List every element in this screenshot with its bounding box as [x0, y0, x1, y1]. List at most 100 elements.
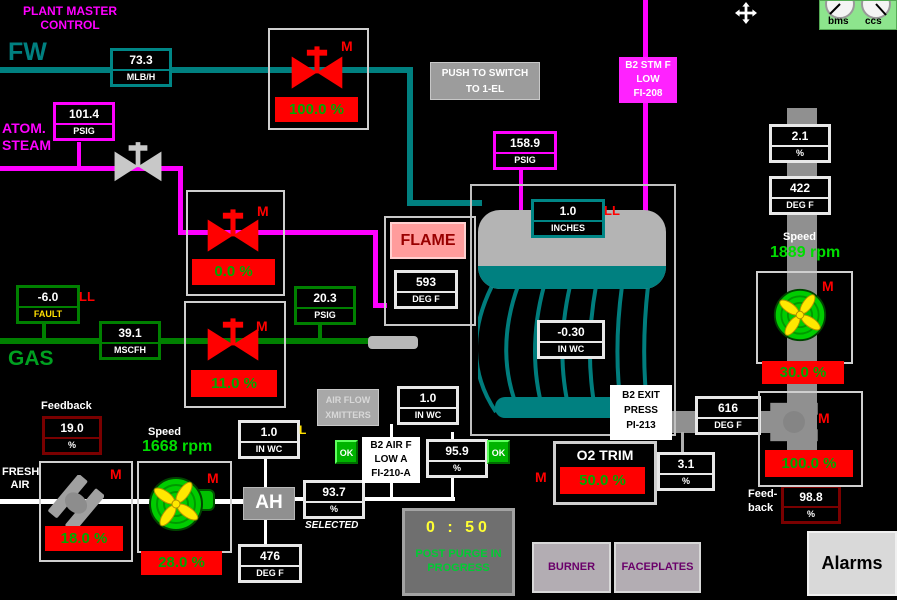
gas-line — [0, 338, 372, 344]
furnace-outline — [470, 184, 676, 436]
selected-label: SELECTED — [305, 520, 359, 531]
fd-fan-output[interactable]: 28.0 % — [141, 551, 222, 575]
button-label: XMITTERS — [325, 410, 371, 420]
damper-icon — [48, 475, 104, 531]
meter-unit: % — [784, 508, 838, 521]
outlet-damper-mode: M — [818, 410, 830, 426]
valve-icon — [207, 318, 259, 361]
meter-wb-press-right: 1.0 IN WC — [397, 386, 459, 425]
label-line: STEAM — [2, 137, 51, 153]
tag-line: B2 STM F — [625, 60, 671, 71]
bms-label[interactable]: bms — [828, 16, 849, 27]
stm-flow-line — [643, 0, 648, 214]
b2-air-flow-low-tag: B2 AIR F LOW A FI-210-A — [362, 437, 420, 483]
meter-value: 616 — [698, 399, 758, 417]
meter-id-feedback: 98.8 % — [781, 485, 841, 524]
meter-value: 20.3 — [297, 289, 353, 307]
o2-trim-label: O2 TRIM — [576, 447, 634, 463]
atom-valve[interactable] — [186, 190, 285, 296]
meter-stack-pct: 2.1 % — [769, 124, 831, 163]
meter-gas-flow: 39.1 MSCFH — [99, 321, 161, 360]
label-line: ATOM. — [2, 120, 46, 136]
meter-value: 39.1 — [102, 324, 158, 342]
fw-label: FW — [8, 38, 47, 66]
tag-line: B2 AIR F — [370, 440, 412, 451]
atom-pipe-v2 — [373, 230, 378, 308]
fresh-air-damper-output[interactable]: 18.0 % — [45, 526, 123, 551]
atom-pipe-h1 — [0, 166, 182, 171]
fresh-air-damper[interactable] — [39, 461, 133, 562]
meter-air-flow-a: 95.9 % — [426, 439, 488, 478]
outlet-damper-output[interactable]: 100.0 % — [765, 450, 853, 477]
meter-value: 1.0 — [534, 202, 602, 220]
fan-icon — [773, 288, 827, 342]
meter-value: 19.0 — [45, 419, 99, 437]
flame-indicator: FLAME — [390, 222, 466, 259]
button-label: TO 1-EL — [465, 84, 505, 95]
burner-button[interactable]: BURNER — [532, 542, 611, 593]
ok-button-left[interactable]: OK — [335, 440, 358, 464]
button-label: PUSH TO SWITCH — [441, 68, 529, 79]
meter-value: 3.1 — [660, 455, 712, 473]
atom-valve-output[interactable]: 0.0 % — [192, 259, 275, 285]
o2-link — [681, 432, 684, 455]
valve-icon — [291, 46, 343, 89]
purge-status-panel: 0 : 50 POST PURGE IN PROGRESS — [402, 508, 515, 596]
meter-unit: DEG F — [397, 293, 455, 306]
feedback-right-label: Feed- back — [748, 487, 777, 515]
tag-line: B2 EXIT — [622, 390, 660, 401]
id-speed-value: 1889 rpm — [770, 244, 841, 261]
o2-trim-controller[interactable]: O2 TRIM — [553, 441, 657, 505]
b2air-down-link — [390, 480, 393, 498]
gas-valve[interactable] — [184, 301, 286, 408]
meter-unit: IN WC — [241, 443, 297, 456]
meter-unit: % — [45, 439, 99, 452]
gas-valve-output[interactable]: 11.0 % — [191, 370, 277, 397]
gas-nozzle — [368, 336, 418, 349]
meter-unit: % — [429, 462, 485, 475]
ah-down-link — [264, 517, 267, 547]
tag-line: LOW A — [374, 454, 408, 465]
meter-unit: DEG F — [698, 419, 758, 432]
bms-ccs-panel[interactable]: bms ccs — [819, 0, 897, 30]
atom-steam-valve-icon[interactable] — [113, 141, 163, 187]
label-line: FRESH — [2, 466, 40, 478]
id-fan-output[interactable]: 30.0 % — [762, 361, 844, 384]
alarms-button[interactable]: Alarms — [807, 531, 897, 596]
air-line-right — [292, 497, 455, 501]
tag-line: FI-210-A — [371, 468, 411, 479]
ok-button-right[interactable]: OK — [487, 440, 510, 464]
plant-master-title: PLANT MASTER CONTROL — [18, 4, 122, 32]
fw-valve-mode: M — [341, 38, 353, 54]
faceplates-button[interactable]: FACEPLATES — [614, 542, 701, 593]
meter-value: 98.8 — [784, 488, 838, 506]
ccs-label[interactable]: ccs — [865, 16, 882, 27]
fw-valve-output[interactable]: 100.0 % — [275, 97, 358, 122]
fw-pipe-h — [0, 67, 413, 73]
meter-exit-temp: 616 DEG F — [695, 396, 761, 435]
air-flow-xmitters-button[interactable]: AIR FLOW XMITTERS — [317, 389, 379, 426]
meter-value: 476 — [241, 547, 299, 565]
outlet-damper[interactable] — [758, 391, 863, 487]
meter-fw-flow: 73.3 MLB/H — [110, 48, 172, 87]
fresh-air-damper-mode: M — [110, 466, 122, 482]
meter-value: 1.0 — [400, 389, 456, 407]
fd-speed-label: Speed — [148, 426, 182, 438]
fw-valve[interactable] — [268, 28, 369, 130]
push-to-switch-button[interactable]: PUSH TO SWITCH TO 1-EL — [430, 62, 540, 100]
move-cursor-icon — [735, 2, 757, 24]
meter-furnace-press: -0.30 IN WC — [537, 320, 605, 359]
o2-trim-output[interactable]: 50.0 % — [560, 467, 645, 494]
meter-value: 95.9 — [429, 442, 485, 460]
air-heater-box[interactable]: AH — [243, 487, 295, 520]
flue-duct-v — [787, 108, 817, 458]
meter-unit: PSIG — [496, 154, 554, 167]
feedback-label: Feedback — [41, 400, 92, 412]
drum-level-ll-alarm: LL — [604, 203, 620, 218]
stm-press-link — [519, 170, 523, 214]
atom-press-link — [77, 142, 81, 168]
meter-wb-press-left: 1.0 IN WC — [238, 420, 300, 459]
air-line-left — [0, 499, 248, 504]
o2-trim-mode: M — [535, 469, 547, 485]
meter-unit: PSIG — [297, 309, 353, 322]
